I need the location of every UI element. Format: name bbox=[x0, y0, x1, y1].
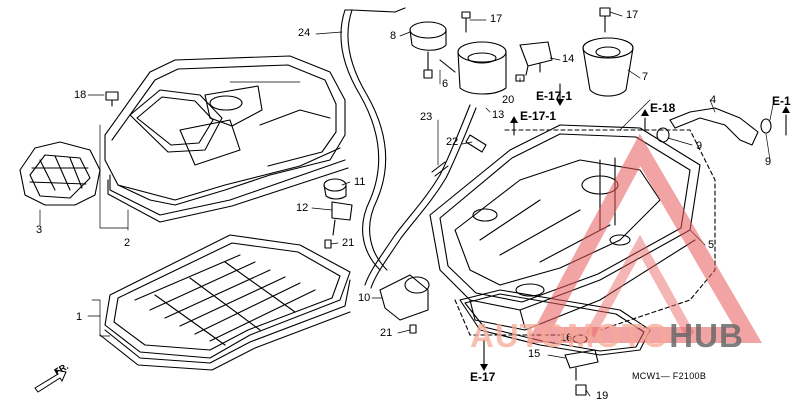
clamps-9 bbox=[656, 118, 772, 143]
intake-duct bbox=[19, 141, 101, 206]
part-label-14: 14 bbox=[562, 53, 575, 65]
part-7-cylinder bbox=[582, 37, 634, 97]
part-label-2: 2 bbox=[124, 237, 131, 249]
part-label-19: 19 bbox=[596, 390, 609, 402]
hose-23 bbox=[364, 104, 477, 289]
part-4-tube bbox=[669, 107, 759, 146]
part-label-23: 23 bbox=[420, 111, 433, 123]
ref-e-1: E-1 bbox=[772, 94, 791, 108]
air-filter-element bbox=[99, 234, 351, 371]
figure-code: MCW1— F2100B bbox=[632, 371, 707, 381]
air-cleaner-cover bbox=[104, 55, 349, 223]
ref-e-17-1-b: E-17-1 bbox=[520, 109, 557, 123]
part-label-21-a: 21 bbox=[342, 237, 355, 249]
ref-e-17: E-17 bbox=[470, 370, 496, 384]
part-label-16: 16 bbox=[560, 332, 573, 344]
part-label-4: 4 bbox=[710, 94, 717, 106]
ref-e-17-1-a: E-17-1 bbox=[536, 89, 573, 103]
watermark-part-2: MOTO bbox=[566, 317, 670, 354]
watermark-text: AUTOMOTOHUB bbox=[470, 319, 744, 352]
part-label-9-a: 9 bbox=[696, 140, 703, 152]
part-label-12: 12 bbox=[296, 202, 309, 214]
part-label-20: 20 bbox=[502, 94, 515, 106]
part-label-15: 15 bbox=[528, 348, 541, 360]
part-label-13: 13 bbox=[492, 109, 505, 121]
part-label-7: 7 bbox=[642, 71, 649, 83]
part-label-18: 18 bbox=[74, 89, 87, 101]
part-13-cylinder bbox=[457, 41, 507, 95]
part-14-sensor bbox=[519, 41, 553, 76]
part-label-10: 10 bbox=[358, 292, 371, 304]
reference-arrows bbox=[483, 83, 787, 366]
part-label-17-b: 17 bbox=[626, 9, 639, 21]
watermark-triangle bbox=[526, 133, 762, 343]
part-label-8: 8 bbox=[390, 30, 397, 42]
bolts bbox=[105, 7, 611, 396]
ref-e-18: E-18 bbox=[650, 101, 676, 115]
part-label-17-a: 17 bbox=[490, 13, 503, 25]
fr-arrow bbox=[34, 369, 67, 393]
part-label-9-b: 9 bbox=[765, 156, 772, 168]
part-8-valve bbox=[409, 21, 456, 79]
part-11-12 bbox=[323, 178, 353, 236]
part-label-21-b: 21 bbox=[380, 327, 393, 339]
part-label-3: 3 bbox=[36, 224, 43, 236]
part-label-6: 6 bbox=[442, 78, 449, 90]
watermark-part-1: AUTO bbox=[470, 317, 567, 354]
part-label-24: 24 bbox=[298, 27, 311, 39]
part-label-22: 22 bbox=[446, 136, 459, 148]
part-22 bbox=[431, 134, 487, 177]
breather-hose-24 bbox=[340, 7, 406, 271]
part-10-canister bbox=[379, 274, 430, 321]
watermark-part-3: HUB bbox=[669, 317, 744, 354]
part-label-1: 1 bbox=[76, 311, 83, 323]
part-label-5: 5 bbox=[708, 239, 715, 251]
arrowheads bbox=[480, 99, 790, 371]
part-label-11: 11 bbox=[354, 176, 366, 188]
